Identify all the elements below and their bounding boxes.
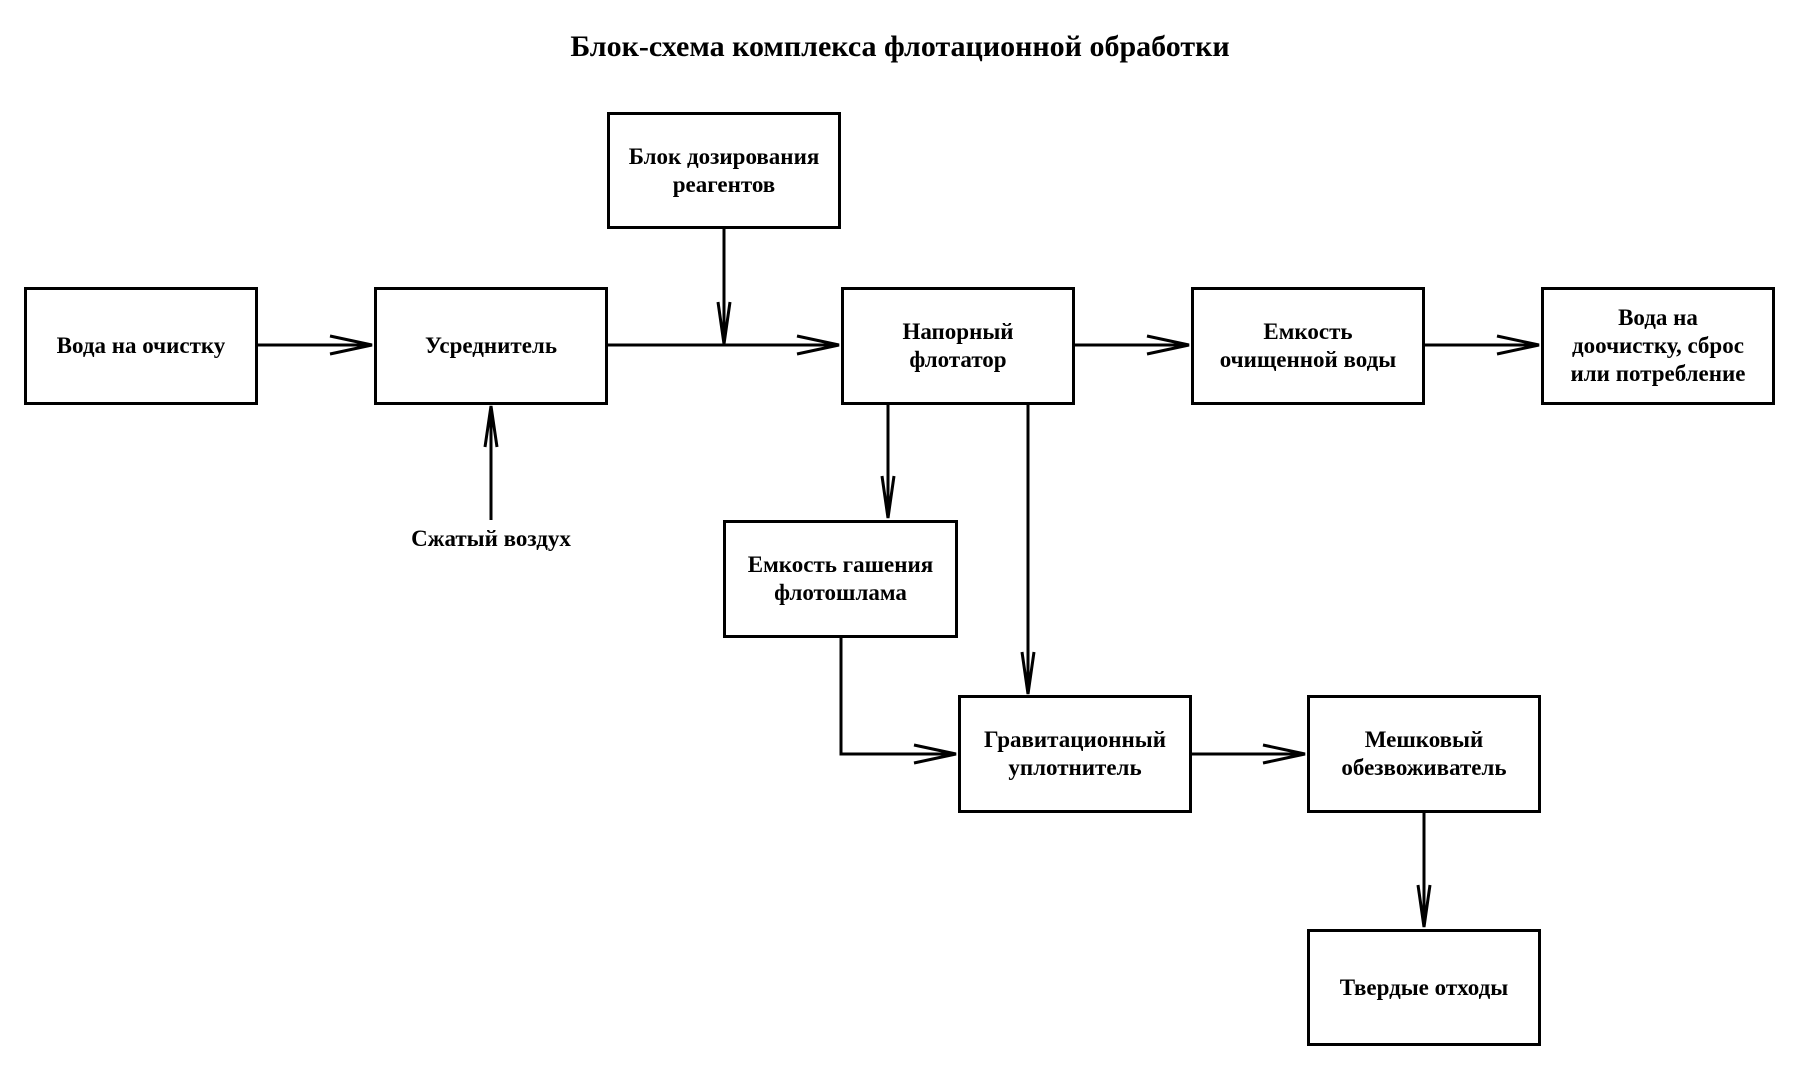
diagram-title: Блок-схема комплекса флотационной обрабо… [570, 30, 1230, 63]
arrow-equalizer-to-flotator [608, 334, 840, 356]
node-bag-dewaterer: Мешковый обезвоживатель [1307, 695, 1541, 813]
node-sludge-tank: Емкость гашения флотошлама [723, 520, 958, 638]
node-pressure-flotator: Напорный флотатор [841, 287, 1075, 405]
node-gravity-thickener: Гравитационный уплотнитель [958, 695, 1192, 813]
node-clean-water-tank: Емкость очищенной воды [1191, 287, 1425, 405]
node-water-out: Вода на доочистку, сброс или потребление [1541, 287, 1775, 405]
arrow-raw-to-equalizer [257, 334, 373, 356]
arrow-dewaterer-to-waste [1416, 812, 1432, 928]
arrow-thickener-to-dewaterer [1191, 743, 1306, 765]
arrow-flotator-to-clean-tank [1075, 334, 1190, 356]
node-solid-waste: Твердые отходы [1307, 929, 1541, 1046]
label-compressed-air: Сжатый воздух [411, 526, 571, 551]
arrow-flotator-to-thickener [1020, 404, 1036, 695]
node-reagent-dosing: Блок дозирования реагентов [607, 112, 841, 229]
node-raw-water: Вода на очистку [24, 287, 258, 405]
arrow-flotator-to-sludge-tank [880, 404, 896, 519]
arrow-sludge-to-thickener [839, 637, 957, 765]
arrow-clean-tank-to-out [1425, 334, 1540, 356]
arrow-air-to-equalizer [483, 405, 499, 520]
arrow-reagents-to-line [716, 228, 732, 345]
node-equalizer: Усреднитель [374, 287, 608, 405]
